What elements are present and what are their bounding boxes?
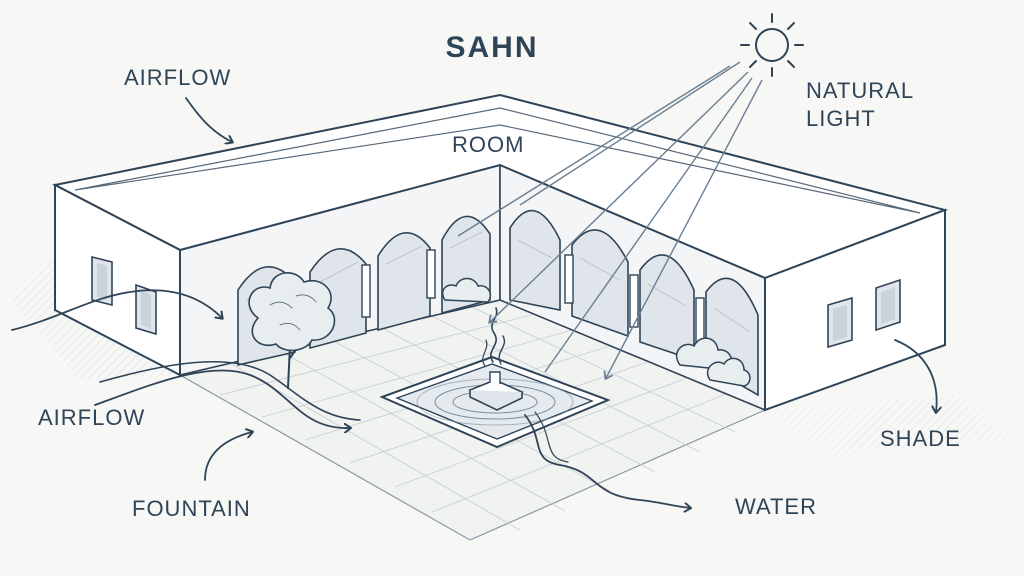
shrub-icon	[441, 277, 751, 387]
label-airflow-top: AIRFLOW	[124, 65, 231, 90]
label-airflow-left: AIRFLOW	[38, 405, 145, 430]
airflow-arrow-low	[99, 360, 361, 421]
water-flow	[524, 411, 690, 508]
room-left-block	[54, 183, 181, 377]
label-light: LIGHT	[806, 106, 876, 131]
light-rays	[457, 61, 763, 378]
airflow-arrows	[11, 97, 361, 428]
fountain-pointer-arrow	[204, 432, 252, 481]
label-shade: SHADE	[880, 426, 961, 451]
tree-icon	[248, 272, 336, 389]
airflow-arrow-roof	[185, 97, 232, 142]
label-room: ROOM	[452, 132, 524, 157]
label-natural: NATURAL	[806, 78, 914, 103]
diagram-title: SAHN	[445, 31, 538, 64]
label-water: WATER	[735, 494, 817, 519]
label-fountain: FOUNTAIN	[132, 496, 251, 521]
sun-icon	[740, 13, 804, 77]
airflow-arrow-upper	[11, 289, 222, 331]
fountain-icon	[379, 307, 611, 449]
airflow-arrow-mid	[94, 369, 350, 428]
shade-pointer-arrow	[894, 339, 937, 412]
room-right-block	[764, 208, 946, 412]
